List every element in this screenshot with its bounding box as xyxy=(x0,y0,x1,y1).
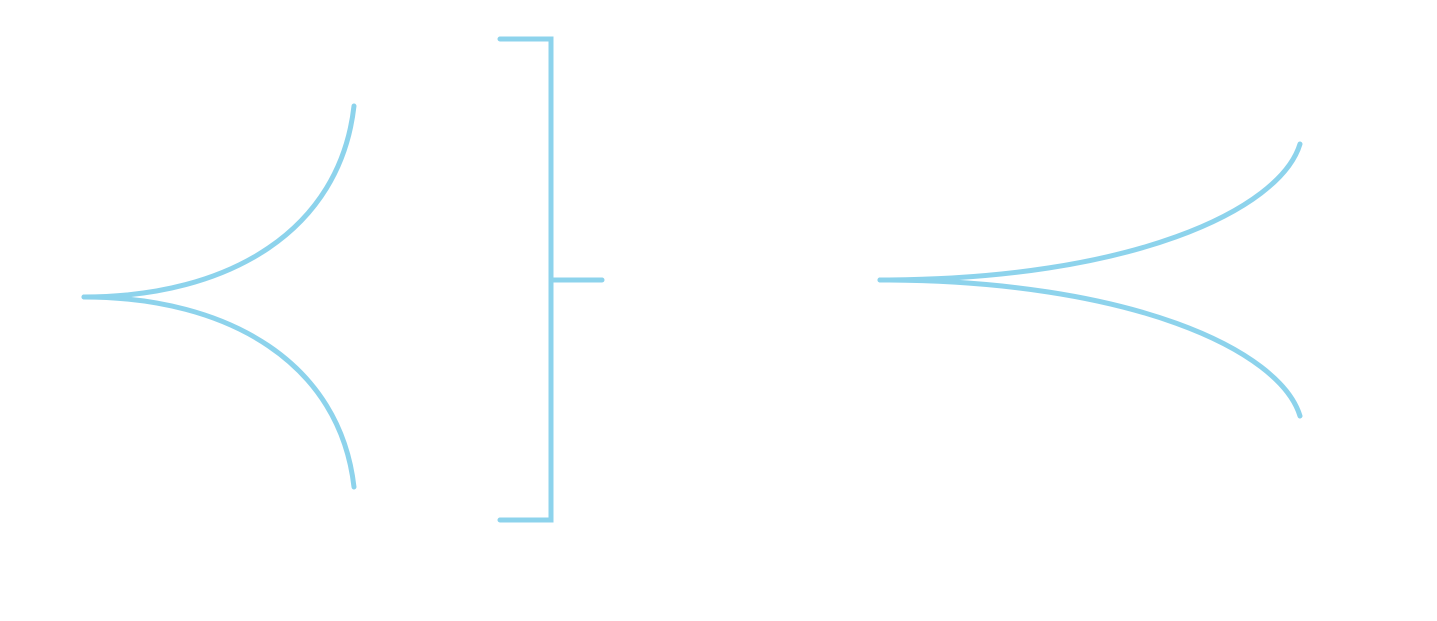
square-bracket-right-connector xyxy=(497,36,605,523)
bracket-outline xyxy=(497,36,554,523)
lower-curve xyxy=(877,277,1303,419)
curved-fork-left-connector xyxy=(877,141,1303,419)
curly-bracket-left-connector xyxy=(81,103,357,490)
lower-curve xyxy=(81,294,357,490)
upper-curve xyxy=(81,103,357,300)
upper-curve xyxy=(877,141,1303,283)
